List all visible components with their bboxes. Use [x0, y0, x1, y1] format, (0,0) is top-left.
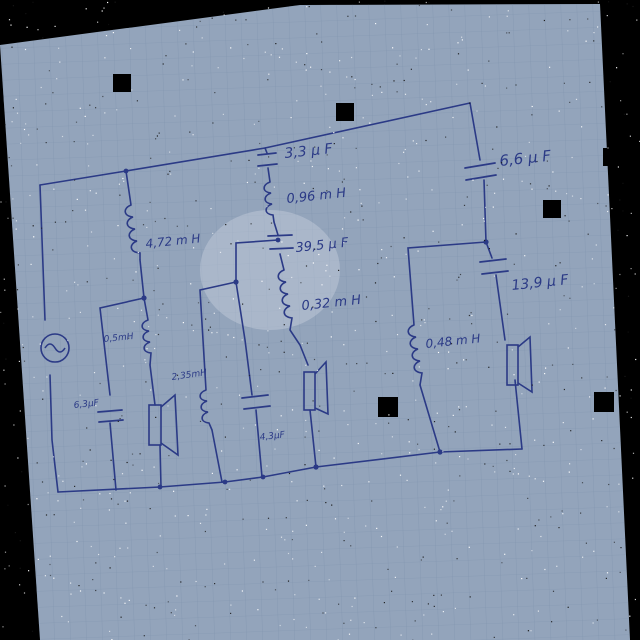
label-l-left-lower: 0,5mH: [103, 332, 134, 345]
inductor-icon: [277, 269, 293, 331]
capacitor-icon: [267, 234, 294, 250]
capacitor-icon: [479, 258, 509, 275]
label-l-center-top: 0,96 m H: [286, 186, 347, 207]
capacitor-icon: [241, 394, 271, 410]
capacitor-icon: [97, 409, 124, 423]
label-c-main-top: 3,3 μ F: [284, 141, 334, 162]
label-c-mid: 39,5 μ F: [295, 235, 350, 256]
label-c-bottom-mid: 4,3μF: [259, 430, 286, 443]
label-l-center-lower: 0,32 m H: [301, 293, 362, 314]
ac-source-icon: [40, 333, 70, 363]
inductor-icon: [141, 319, 152, 366]
inductor-icon: [124, 204, 141, 260]
component-labels: 3,3 μ F 0,96 m H 39,5 μ F 0,32 m H 4,72 …: [73, 141, 570, 443]
label-c-left-source: 6,3μF: [73, 398, 100, 411]
label-l-right: 0,48 m H: [425, 331, 481, 351]
capacitor-icon: [257, 152, 278, 167]
inductor-icon: [407, 324, 423, 386]
label-c-right-lower: 13,9 μ F: [511, 272, 570, 294]
speaker-icon: [148, 393, 179, 457]
inductor-icon: [199, 389, 213, 431]
label-c-right-top: 6,6 μ F: [499, 147, 553, 170]
label-l-left-top: 4,72 m H: [145, 231, 201, 251]
speaker-icon: [506, 335, 533, 394]
speaker-icon: [303, 360, 329, 416]
junction-dots: [123, 168, 489, 490]
label-l-shunt: 2,35mH: [171, 368, 208, 383]
occluding-squares: [113, 74, 623, 417]
capacitor-icon: [464, 162, 497, 181]
inductor-icon: [263, 181, 275, 223]
